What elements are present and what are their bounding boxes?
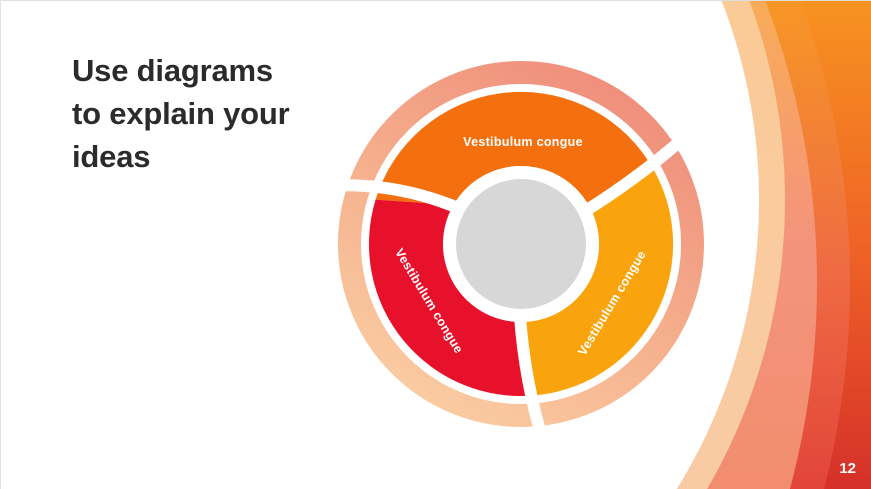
center-circle	[456, 179, 586, 309]
slide-top-edge	[0, 0, 871, 1]
divider-bottom	[513, 313, 550, 445]
slide-title-line3: ideas	[72, 138, 151, 174]
segment-top-label: Vestibulum congue	[463, 135, 583, 149]
segment-top	[375, 91, 649, 209]
cycle-diagram: Vestibulum congue Vestibulum congue Vest…	[330, 61, 704, 445]
segment-left	[368, 199, 537, 397]
divider-right	[580, 129, 693, 218]
divider-left	[330, 179, 463, 215]
segment-dividers	[330, 129, 693, 445]
slide-title-line2: to explain your	[72, 95, 290, 131]
diagram-outer-ring	[338, 61, 704, 427]
slide-title-line1: Use diagrams	[72, 53, 273, 88]
segment-right	[519, 161, 674, 396]
slide-left-edge	[0, 0, 1, 489]
page-number: 12	[839, 460, 856, 477]
slide-title: Use diagrams to explain your ideas	[72, 50, 318, 178]
